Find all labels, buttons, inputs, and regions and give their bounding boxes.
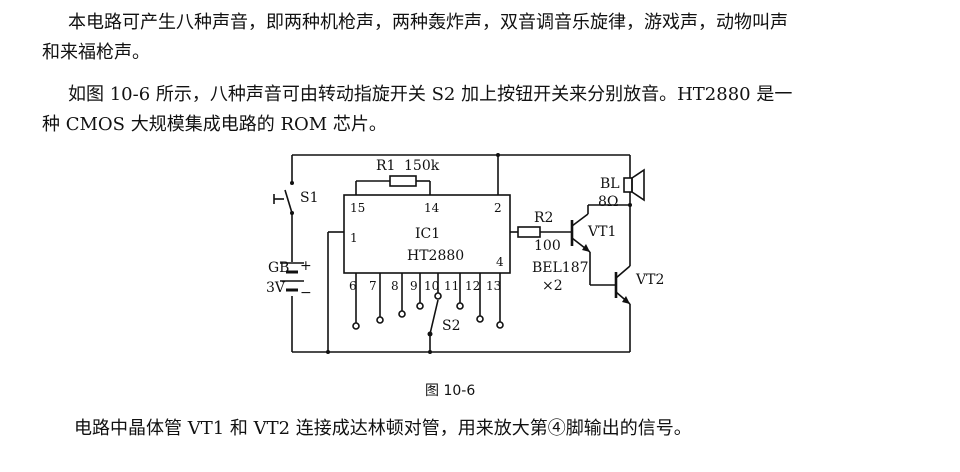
battery-minus: − xyxy=(300,285,312,301)
pin-4-label: 4 xyxy=(496,255,504,269)
resistor-r2 xyxy=(517,226,541,238)
s2-label: S2 xyxy=(442,318,461,334)
pin-7-label: 7 xyxy=(369,279,377,293)
pin-6-label: 6 xyxy=(349,279,357,293)
pin-1-label: 1 xyxy=(350,231,358,245)
switch-s1 xyxy=(273,181,294,215)
speaker-value: 8Ω xyxy=(598,194,619,210)
vt1-label: VT1 xyxy=(587,224,616,240)
paragraph-1-line-2: 和来福枪声。 xyxy=(42,42,150,63)
pin-12-label: 12 xyxy=(465,279,480,293)
paragraph-2-line-2: 种 CMOS 大规模集成电路的 ROM 芯片。 xyxy=(42,114,387,135)
switch-s2 xyxy=(427,299,439,354)
pin-13-label: 13 xyxy=(486,279,501,293)
pin-15-label: 15 xyxy=(350,201,365,215)
transistor-vt2 xyxy=(614,205,631,352)
transistor-count: ×2 xyxy=(542,278,563,294)
battery-voltage: 3V xyxy=(266,280,286,296)
bottom-pins xyxy=(352,273,504,330)
transistor-type: BEL187 xyxy=(532,260,589,276)
r2-name: R2 xyxy=(534,210,553,226)
transistor-vt1 xyxy=(570,205,616,286)
vt2-label: VT2 xyxy=(635,272,664,288)
figure-caption: 图 10-6 xyxy=(425,383,476,399)
ic1-part: HT2880 xyxy=(407,248,464,264)
pin-9-label: 9 xyxy=(410,279,418,293)
speaker-name: BL xyxy=(600,176,620,192)
r2-value: 100 xyxy=(534,238,561,254)
r1-name: R1 xyxy=(376,158,395,174)
battery-gb xyxy=(280,262,304,292)
ic1-name: IC1 xyxy=(415,226,440,242)
paragraph-1-line-1: 本电路可产生八种声音，即两种机枪声，两种轰炸声，双音调音乐旋律，游戏声，动物叫声 xyxy=(68,12,788,33)
pin-10-label: 10 xyxy=(424,279,439,293)
pin-11-label: 11 xyxy=(444,279,459,293)
battery-plus: + xyxy=(300,258,312,274)
s1-label: S1 xyxy=(300,190,319,206)
r1-value: 150k xyxy=(404,158,440,174)
ic1-body xyxy=(343,194,511,274)
pin-8-label: 8 xyxy=(391,279,399,293)
pin-14-label: 14 xyxy=(424,201,440,215)
paragraph-2-line-1: 如图 10-6 所示，八种声音可由转动指旋开关 S2 加上按钮开关来分别放音。H… xyxy=(68,84,793,105)
pin-2-label: 2 xyxy=(494,201,502,215)
battery-name: GB xyxy=(268,260,289,276)
resistor-r1 xyxy=(389,175,417,187)
paragraph-3: 电路中晶体管 VT1 和 VT2 连接成达林顿对管，用来放大第④脚输出的信号。 xyxy=(74,418,692,439)
speaker-icon xyxy=(623,155,645,205)
